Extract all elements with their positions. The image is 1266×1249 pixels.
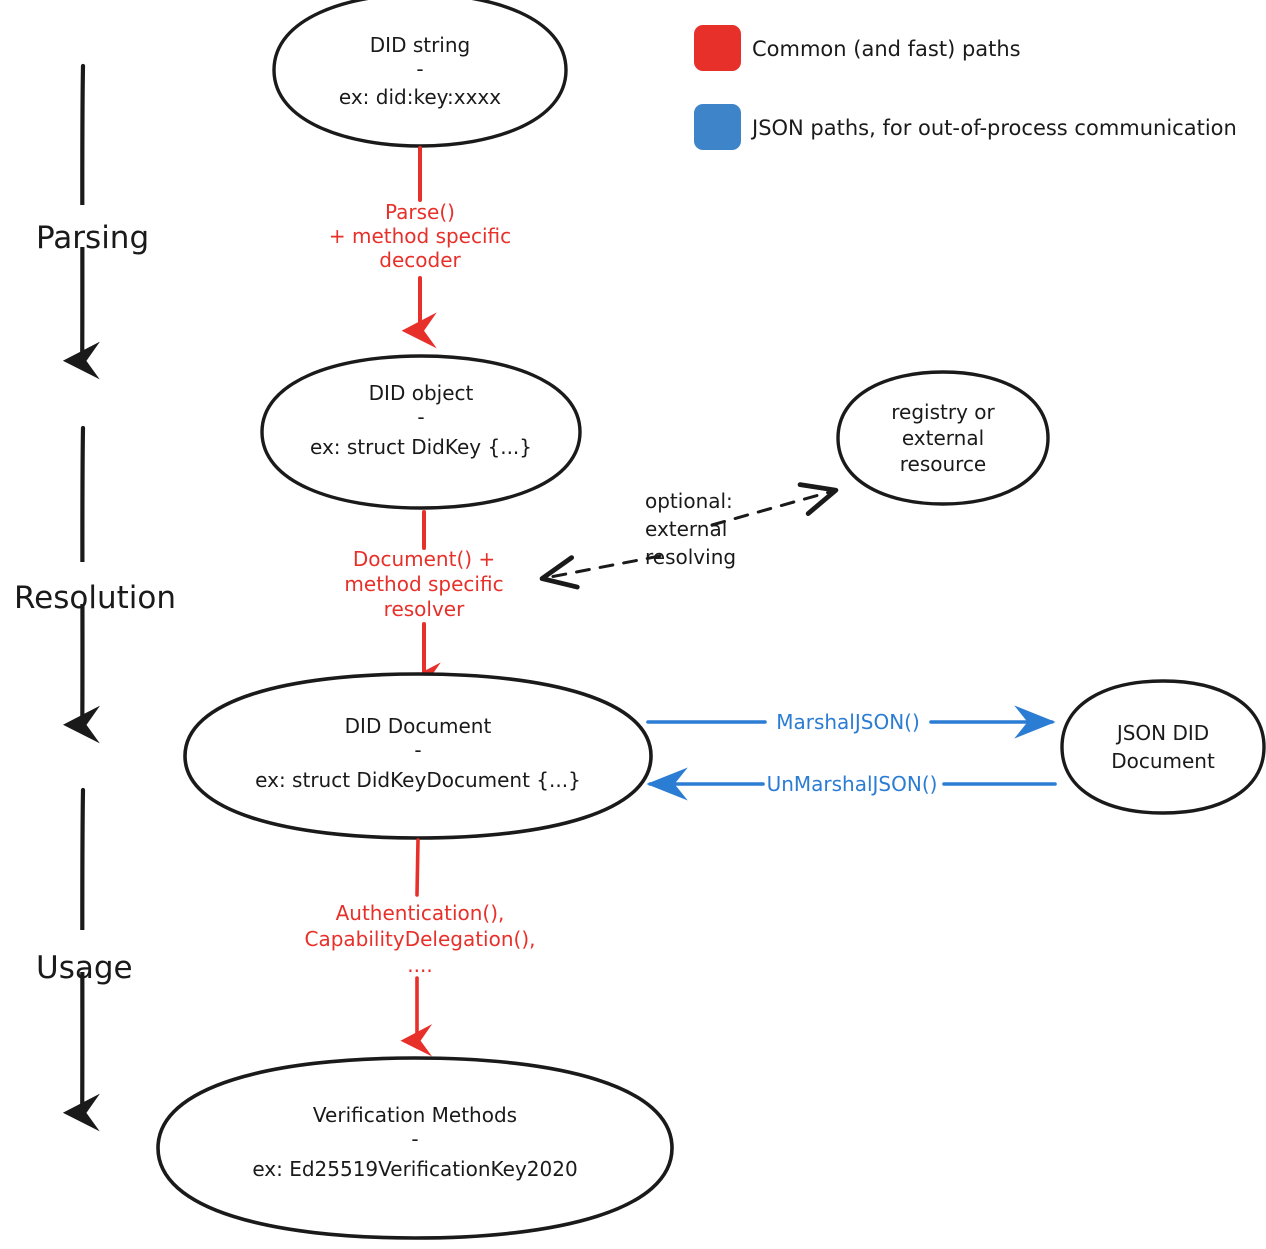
legend-item-json-paths: JSON paths, for out-of-process communica…	[694, 104, 1237, 150]
edge-document: Document() + method specific resolver	[344, 510, 504, 699]
edge-parse-label-2: + method specific	[329, 224, 511, 248]
node-did-string-line-1: DID string	[370, 33, 470, 57]
node-json-did-document[interactable]: JSON DID Document	[1060, 679, 1266, 815]
node-did-string[interactable]: DID string - ex: did:key:xxxx	[272, 0, 568, 148]
node-did-document-line-1: DID Document	[345, 714, 492, 738]
legend-item-common-paths: Common (and fast) paths	[694, 25, 1021, 71]
node-registry-line-2: external	[902, 426, 984, 450]
node-json-did-document-line-2: Document	[1111, 749, 1215, 773]
edge-marshal-json: MarshalJSON()	[646, 705, 1056, 739]
edge-external-resolving: optional: external resolving	[539, 482, 839, 590]
edge-marshal-label: MarshalJSON()	[776, 710, 920, 734]
edge-external-resolving-in	[539, 554, 662, 590]
node-did-object-line-3: ex: struct DidKey {...}	[310, 435, 532, 459]
node-did-object-line-2: -	[417, 405, 424, 429]
legend: Common (and fast) paths JSON paths, for …	[694, 25, 1237, 150]
edge-usage-line-upper	[415, 838, 420, 897]
legend-swatch-blue	[694, 104, 741, 150]
edge-usage-label-1: Authentication(),	[336, 901, 505, 925]
node-verification-methods[interactable]: Verification Methods - ex: Ed25519Verifi…	[156, 1056, 674, 1240]
node-did-document-line-2: -	[414, 738, 421, 762]
edge-parse: Parse() + method specific decoder	[329, 146, 511, 349]
node-verification-methods-line-1: Verification Methods	[313, 1103, 517, 1127]
node-registry-line-3: resource	[900, 452, 987, 476]
node-did-object-line-1: DID object	[369, 381, 474, 405]
node-verification-methods-line-2: -	[411, 1127, 418, 1151]
ellipse-did-object	[260, 354, 582, 510]
node-registry[interactable]: registry or external resource	[836, 370, 1050, 506]
edge-external-resolving-out	[710, 482, 839, 527]
legend-swatch-red	[694, 25, 741, 71]
ellipse-json-did-document	[1060, 679, 1266, 815]
edge-usage-label-2: CapabilityDelegation(),	[304, 927, 535, 951]
ellipse-verification-methods	[156, 1056, 674, 1240]
node-verification-methods-line-3: ex: Ed25519VerificationKey2020	[252, 1157, 577, 1181]
node-did-object[interactable]: DID object - ex: struct DidKey {...}	[260, 354, 582, 510]
node-registry-line-1: registry or	[891, 400, 995, 424]
edge-parse-label-3: decoder	[379, 248, 461, 272]
phase-label-usage: Usage	[36, 950, 133, 986]
edge-document-label-2: method specific	[344, 572, 503, 596]
ellipse-did-document	[183, 672, 653, 840]
node-did-string-line-2: -	[416, 57, 423, 81]
edge-external-resolving-label-1: optional:	[645, 489, 733, 513]
edge-document-label-3: resolver	[384, 597, 465, 621]
ellipse-registry	[836, 370, 1050, 506]
node-did-document[interactable]: DID Document - ex: struct DidKeyDocument…	[183, 672, 653, 840]
node-did-string-line-3: ex: did:key:xxxx	[339, 85, 501, 109]
ellipse-did-string	[272, 0, 568, 148]
edge-document-label-1: Document() +	[353, 547, 495, 571]
legend-label-common-paths: Common (and fast) paths	[752, 37, 1021, 61]
edge-external-resolving-label-3: resolving	[645, 545, 736, 569]
node-json-did-document-line-1: JSON DID	[1115, 721, 1209, 745]
edge-external-resolving-label-2: external	[645, 517, 727, 541]
edge-usage-label-3: ....	[407, 953, 432, 977]
edge-unmarshal-json: UnMarshalJSON()	[646, 767, 1057, 801]
edge-parse-label-1: Parse()	[385, 200, 455, 224]
legend-label-json-paths: JSON paths, for out-of-process communica…	[750, 116, 1237, 140]
edge-usage: Authentication(), CapabilityDelegation()…	[304, 838, 536, 1057]
phase-label-parsing: Parsing	[36, 220, 149, 256]
phase-label-bg-resolution	[10, 562, 175, 604]
phase-label-bg-parsing	[18, 205, 158, 247]
phase-label-bg-usage	[24, 930, 154, 972]
edge-unmarshal-label: UnMarshalJSON()	[767, 772, 938, 796]
phase-label-resolution: Resolution	[14, 580, 176, 616]
phase-axis: Parsing Resolution Usage	[10, 63, 176, 1132]
phase-arrow-parsing	[62, 63, 100, 380]
node-did-document-line-3: ex: struct DidKeyDocument {...}	[255, 768, 581, 792]
